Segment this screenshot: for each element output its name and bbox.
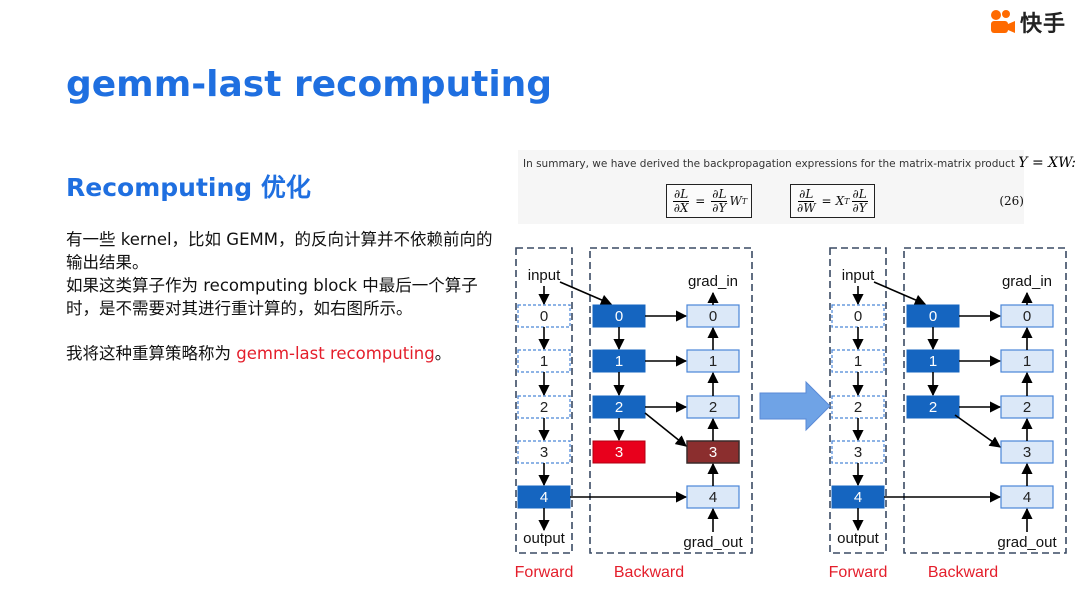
forward-node-4-label: 4	[540, 489, 548, 506]
recompute-node-2-label: 2	[615, 399, 623, 416]
grad-out-label: grad_out	[997, 534, 1057, 551]
grad-node-4-label: 4	[1023, 489, 1031, 506]
grad-node-1-label: 1	[1023, 353, 1031, 370]
forward-node-0-label: 0	[540, 308, 548, 325]
paragraph-1: 有一些 kernel，比如 GEMM，的反向计算并不依赖前向的输出结果。	[66, 230, 493, 272]
recompute-node-3-label: 3	[615, 444, 623, 461]
input-label: input	[842, 267, 875, 284]
input-label: input	[528, 267, 561, 284]
recompute-to-grad-arrow	[954, 414, 1001, 448]
logo-text: 快手	[1020, 12, 1067, 37]
paragraph-3-suffix: 。	[434, 344, 452, 363]
formula-caption: In summary, we have derived the backprop…	[523, 155, 1076, 171]
forward-node-3-label: 3	[540, 444, 548, 461]
output-label: output	[837, 530, 880, 547]
matrix-x: X	[835, 194, 845, 208]
paragraph-2: 如果这类算子作为 recomputing block 中最后一个算子时，是不需要…	[66, 276, 478, 318]
paragraph-3-prefix: 我将这种重算策略称为	[66, 344, 237, 363]
forward-caption: Forward	[829, 564, 888, 581]
transpose-sup: T	[844, 196, 850, 206]
grad-node-3-label: 3	[1023, 444, 1031, 461]
forward-node-2-label: 2	[540, 399, 548, 416]
recompute-node-1-label: 1	[929, 353, 937, 370]
input-to-recompute-arrow	[873, 281, 927, 306]
numerator: ∂L	[673, 186, 690, 202]
denominator: ∂W	[797, 200, 816, 215]
backward-frame	[589, 247, 753, 554]
section-title: Recomputing 优化	[66, 173, 311, 202]
grad-node-4-label: 4	[709, 489, 717, 506]
recompute-node-0-label: 0	[615, 308, 623, 325]
forward-node-2-label: 2	[854, 399, 862, 416]
equals-sign: =	[695, 194, 706, 208]
kuaishou-logo-icon	[991, 10, 1015, 33]
recompute-node-1-label: 1	[615, 353, 623, 370]
recompute-node-0-label: 0	[929, 308, 937, 325]
formula-caption-math: Y = XW:	[1018, 155, 1077, 171]
forward-node-4-label: 4	[854, 489, 862, 506]
fraction: ∂L∂Y	[851, 186, 868, 215]
fraction: ∂L∂W	[797, 186, 816, 215]
paragraph-3: 我将这种重算策略称为 gemm-last recomputing。	[66, 342, 496, 365]
denominator: ∂X	[673, 200, 689, 215]
input-to-recompute-arrow	[559, 281, 613, 306]
recompute-node-2-label: 2	[929, 399, 937, 416]
numerator: ∂L	[798, 186, 815, 202]
page-title: gemm-last recomputing	[66, 64, 553, 105]
highlight-term: gemm-last recomputing	[236, 344, 435, 363]
forward-node-1-label: 1	[854, 353, 862, 370]
formula-caption-text: In summary, we have derived the backprop…	[523, 158, 1015, 170]
grad-node-2-label: 2	[1023, 399, 1031, 416]
denominator: ∂Y	[852, 200, 867, 215]
transition-arrow	[759, 380, 831, 432]
recompute-node-3	[592, 440, 646, 464]
forward-node-1-label: 1	[540, 353, 548, 370]
fraction: ∂L∂Y	[711, 186, 728, 215]
denominator: ∂Y	[712, 200, 727, 215]
forward-frame	[515, 247, 573, 554]
backward-caption: Backward	[614, 564, 684, 581]
backward-caption: Backward	[928, 564, 998, 581]
forward-caption: Forward	[515, 564, 574, 581]
output-label: output	[523, 530, 566, 547]
matrix-w: W	[729, 194, 742, 208]
recompute-to-grad-arrow	[644, 412, 687, 447]
grad-out-label: grad_out	[683, 534, 743, 551]
grad-node-0-label: 0	[1023, 308, 1031, 325]
grad-node-3-label: 3	[709, 444, 717, 461]
kuaishou-logo: 快手	[988, 6, 1066, 38]
forward-frame	[829, 247, 887, 554]
grad-in-label: grad_in	[1002, 273, 1052, 290]
numerator: ∂L	[711, 186, 728, 202]
fraction: ∂L∂X	[673, 186, 690, 215]
grad-node-1-label: 1	[709, 353, 717, 370]
equals-sign: =	[821, 194, 832, 208]
backward-frame	[903, 247, 1067, 554]
formula-panel: In summary, we have derived the backprop…	[518, 150, 1076, 224]
transpose-sup: T	[741, 196, 748, 206]
numerator: ∂L	[851, 186, 868, 202]
grad-node-2-label: 2	[709, 399, 717, 416]
forward-node-3-label: 3	[854, 444, 862, 461]
forward-node-0-label: 0	[854, 308, 862, 325]
grad-in-label: grad_in	[688, 273, 738, 290]
equation-number: (26)	[999, 194, 1024, 208]
grad-node-0-label: 0	[709, 308, 717, 325]
